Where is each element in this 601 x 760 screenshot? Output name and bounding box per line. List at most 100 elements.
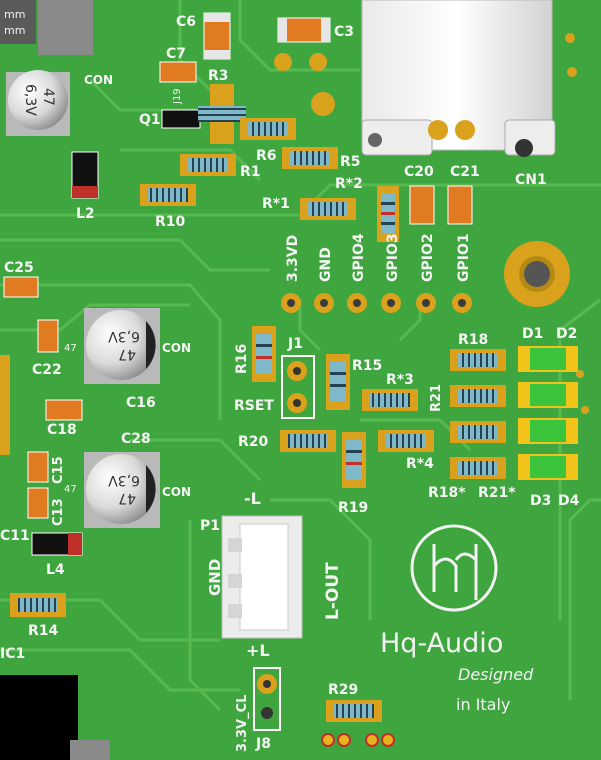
- smd-cap-c20: C20: [404, 164, 435, 225]
- resistor-r-star-3: R*3: [362, 372, 418, 411]
- ref-c18: C18: [47, 422, 77, 438]
- ref-r6: R6: [256, 148, 277, 164]
- ref-r-star-1: R*1: [262, 196, 290, 212]
- ref-q1: Q1: [139, 112, 161, 128]
- pin-label-gpio4: GPIO4: [351, 233, 367, 282]
- gpio-header: 3.3VD GND GPIO4 GPIO3 GPIO2 GPIO1: [281, 233, 472, 313]
- ref-d1: D1: [522, 326, 543, 342]
- cap-con-c28: CON: [162, 485, 191, 499]
- unit-label-2: mm: [4, 24, 25, 37]
- resistor-r-star-1: R*1 R*2: [262, 176, 363, 220]
- brand-tagline-1: Designed: [458, 665, 534, 684]
- ref-ic1: IC1: [0, 646, 25, 662]
- electrolytic-cap-c28: 47 6,3V CON C28: [84, 431, 191, 528]
- hq-audio-logo: Hq-Audio Designed in Italy: [380, 524, 534, 714]
- corner-unit-block: mm mm: [0, 0, 110, 760]
- brand-tagline-2: in Italy: [456, 695, 510, 714]
- conn-plus-l: +L: [246, 641, 270, 660]
- smd-cap-c13: C13 47: [27, 484, 77, 526]
- pin-label-3v3: 3.3VD: [285, 235, 301, 282]
- pin-label-gnd: GND: [318, 247, 334, 282]
- ref-d3: D3: [530, 493, 551, 509]
- resistor-r21: R21: [429, 384, 506, 412]
- ref-c20: C20: [404, 164, 434, 180]
- connector-p1: -L +L P1 GND L-OUT: [200, 489, 343, 660]
- smd-cap-c18: C18: [45, 399, 83, 438]
- conn-gnd: GND: [206, 559, 224, 596]
- conn-l-out: L-OUT: [323, 562, 343, 620]
- resistor-r20: R20: [238, 430, 336, 452]
- ref-c15: C15: [51, 456, 66, 484]
- ref-r19: R19: [338, 500, 368, 516]
- electrolytic-cap-top: 47 6,3V CON: [6, 70, 113, 136]
- ref-c13: C13: [51, 498, 66, 526]
- ref-r16: R16: [234, 344, 250, 374]
- cap-value-c16: 47: [118, 346, 136, 362]
- led-column: D1 D2 D3 D4: [518, 326, 580, 509]
- ref-p1: P1: [200, 518, 220, 534]
- resistor-r5: R5: [282, 147, 361, 170]
- smd-cap-c7: C7: [159, 46, 197, 83]
- ref-r21-star: R21*: [478, 485, 516, 501]
- ref-rset: RSET: [234, 398, 274, 414]
- pin-label-gpio2: GPIO2: [420, 233, 436, 282]
- ref-r14: R14: [28, 623, 59, 639]
- inductor-l2: L2: [71, 151, 99, 222]
- resistor-r-star-4: R*4: [378, 430, 434, 472]
- resistor-r18-star: [450, 421, 506, 443]
- vias: [274, 33, 589, 414]
- cap-voltage-c16: 6,3V: [108, 328, 140, 344]
- cap-voltage-top: 6,3V: [22, 84, 38, 116]
- ref-r-star-4: R*4: [406, 456, 434, 472]
- ref-c22: C22: [32, 362, 62, 378]
- ref-d2: D2: [556, 326, 577, 342]
- q1-mark: J19: [172, 88, 183, 105]
- resistor-r3: R3: [198, 68, 246, 144]
- smd-cap-c22: C22 47: [32, 319, 77, 378]
- ref-r-star-2: R*2: [335, 176, 363, 192]
- transistor-q1: Q1 J19: [139, 88, 201, 129]
- resistor-r19: R19: [338, 432, 368, 516]
- j8-label: 3.3V_CL: [235, 695, 250, 752]
- ref-c7: C7: [166, 46, 186, 62]
- conn-minus-l: -L: [244, 489, 261, 508]
- smd-cap-c3: C3: [277, 17, 354, 43]
- resistor-r6: R6: [240, 118, 296, 164]
- smd-cap-c6: C6: [176, 12, 231, 60]
- resistor-r10: R10: [140, 184, 196, 230]
- ref-d4: D4: [558, 493, 580, 509]
- ref-r18: R18: [458, 332, 488, 348]
- small-cap-value-2: 47: [64, 484, 77, 495]
- resistor-r15: R15: [326, 354, 382, 410]
- ref-r-star-3: R*3: [386, 372, 414, 388]
- ref-l4: L4: [46, 562, 65, 578]
- inductor-l4: L4: [31, 532, 83, 578]
- mounting-hole: [504, 241, 570, 307]
- electrolytic-cap-c16: 47 6,3V CON C16: [84, 308, 191, 411]
- jumper-j1: J1 RSET: [234, 336, 315, 419]
- cap-value-c28: 47: [118, 490, 136, 506]
- brand-name: Hq-Audio: [380, 628, 503, 659]
- smd-cap-c25: C25: [3, 260, 39, 298]
- resistor-r29: R29: [321, 682, 395, 747]
- resistor-r21-star: R18* R21*: [428, 457, 516, 501]
- audio-jack-cn1: CN1: [361, 0, 556, 188]
- unit-label-1: mm: [4, 8, 25, 21]
- ref-cn1: CN1: [515, 172, 547, 188]
- ref-r29: R29: [328, 682, 358, 698]
- ic1-pin-row: C11: [0, 355, 30, 544]
- ref-c21: C21: [450, 164, 480, 180]
- ref-r1: R1: [240, 164, 261, 180]
- smd-cap-c15: C15: [27, 451, 66, 484]
- ref-c16: C16: [126, 395, 156, 411]
- ref-r5: R5: [340, 154, 361, 170]
- resistor-r14: R14: [10, 593, 66, 639]
- resistor-r16: R16: [234, 326, 276, 382]
- ref-r15: R15: [352, 358, 382, 374]
- pin-label-gpio1: GPIO1: [456, 233, 472, 282]
- resistor-gpio-vertical: [377, 186, 399, 242]
- ref-r20: R20: [238, 434, 269, 450]
- ref-l2: L2: [76, 206, 95, 222]
- cap-con-c16: CON: [162, 341, 191, 355]
